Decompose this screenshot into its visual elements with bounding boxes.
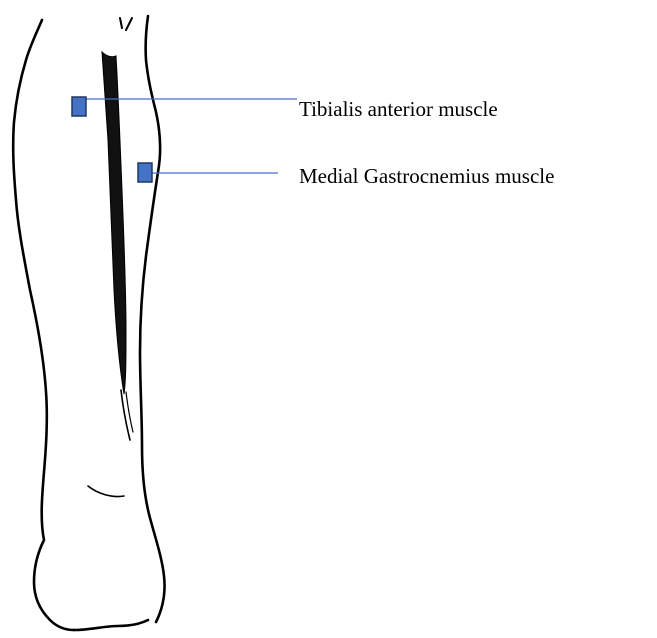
top-detail-stroke <box>120 18 132 30</box>
foot-bottom-contour <box>74 620 148 630</box>
gastrocnemius-electrode-icon <box>138 163 152 182</box>
leg-right-contour <box>140 16 165 622</box>
tibia-thin-line <box>121 390 130 440</box>
leg-left-contour <box>13 20 74 630</box>
medial-gastrocnemius-label: Medial Gastrocnemius muscle <box>299 164 554 188</box>
ankle-detail-line <box>88 486 124 497</box>
tibia-shin-line <box>102 52 126 394</box>
tibialis-anterior-label: Tibialis anterior muscle <box>299 97 498 121</box>
tibialis-electrode-icon <box>72 97 86 116</box>
